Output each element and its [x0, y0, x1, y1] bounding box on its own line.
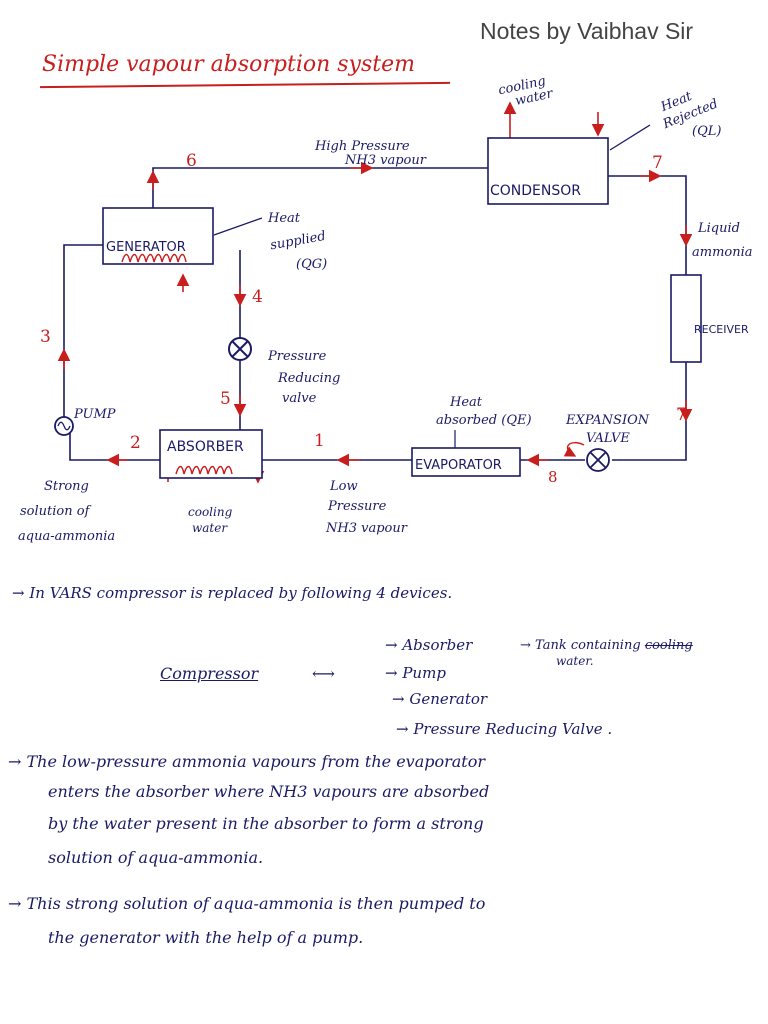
low-pressure-label: Low Pressure NH3 vapour: [325, 479, 408, 536]
heat-supplied-pointer: [213, 217, 263, 236]
paragraph-1-line-4: solution of aqua-ammonia.: [48, 848, 264, 867]
svg-text:aqua-ammonia: aqua-ammonia: [18, 529, 115, 544]
pressure-reducing-valve-icon: [228, 337, 252, 361]
svg-text:ammonia: ammonia: [692, 245, 753, 260]
strong-solution-label: Strong solution of aqua-ammonia: [18, 479, 115, 544]
state-point-5: 5: [220, 389, 231, 409]
heat-supplied-label: Heat supplied (QG): [267, 211, 327, 272]
paragraph-2-line-2: the generator with the help of a pump.: [48, 928, 364, 947]
svg-text:water: water: [192, 521, 228, 535]
generator-coil-icon: [121, 253, 187, 263]
evaporator-label: EVAPORATOR: [415, 458, 502, 473]
svg-text:Low: Low: [329, 479, 358, 494]
svg-text:cooling: cooling: [188, 505, 233, 519]
svg-text:solution of: solution of: [20, 504, 92, 519]
state-point-1: 1: [314, 431, 325, 451]
state-point-8: 8: [548, 468, 558, 486]
svg-text:High Pressure: High Pressure: [314, 139, 410, 154]
device-generator: → Generator: [392, 690, 488, 708]
pump-label: PUMP: [73, 407, 116, 422]
state-point-7-top: 7: [652, 153, 663, 173]
condensor-box: [487, 137, 609, 205]
brand-header: Notes by Vaibhav Sir: [480, 18, 694, 44]
heat-absorbed-label: Heat absorbed (QE): [436, 395, 532, 428]
svg-text:NH3 vapour: NH3 vapour: [344, 153, 427, 168]
pump-icon: [54, 416, 74, 436]
compressor-label: Compressor: [160, 664, 259, 683]
page-title: Simple vapour absorption system: [42, 52, 416, 77]
receiver-box: [670, 274, 702, 363]
expansion-valve-label: EXPANSION VALVE: [565, 413, 650, 446]
paragraph-1-line-3: by the water present in the absorber to …: [48, 814, 484, 833]
svg-text:Reducing: Reducing: [277, 371, 340, 386]
device-pump: → Pump: [385, 664, 446, 682]
absorber-coil-icon: [175, 465, 233, 475]
expansion-curved-arrow: [563, 441, 585, 457]
svg-text:Strong: Strong: [44, 479, 89, 494]
liquid-ammonia-label: Liquid ammonia: [692, 221, 753, 260]
cooling-water-bottom-label: cooling water: [188, 505, 233, 535]
vapour-absorption-diagram: CONDENSOR GENERATOR RECEIVER EVAPORATOR …: [18, 74, 753, 544]
svg-text:Heat: Heat: [267, 211, 301, 226]
condensor-label: CONDENSOR: [490, 183, 581, 199]
expansion-valve-icon: [586, 448, 610, 472]
state-point-6: 6: [186, 151, 197, 171]
svg-text:supplied: supplied: [269, 229, 327, 254]
heat-rejected-pointer: [609, 124, 651, 151]
svg-text:Heat: Heat: [449, 395, 483, 410]
compressor-double-arrow: ⟷: [312, 664, 335, 683]
state-point-3: 3: [40, 327, 51, 347]
svg-text:Pressure: Pressure: [327, 499, 387, 514]
device-absorber: → Absorber: [385, 636, 473, 654]
paragraph-1-line-2: enters the absorber where NH3 vapours ar…: [48, 782, 490, 801]
svg-text:VALVE: VALVE: [586, 431, 630, 446]
tank-note: → Tank containing cooling: [520, 638, 693, 653]
svg-text:EXPANSION: EXPANSION: [565, 413, 650, 428]
svg-text:Liquid: Liquid: [697, 221, 740, 236]
state-point-7-right: 7: [676, 405, 687, 425]
svg-text:(QG): (QG): [296, 257, 327, 272]
state-point-2: 2: [130, 433, 141, 453]
svg-text:valve: valve: [282, 391, 317, 406]
generator-label: GENERATOR: [106, 240, 186, 255]
paragraph-2-line-1: → This strong solution of aqua-ammonia i…: [8, 894, 486, 913]
paragraph-1-line-1: → The low-pressure ammonia vapours from …: [8, 752, 486, 771]
evaporator-box: [411, 447, 521, 477]
device-pressure-valve: → Pressure Reducing Valve .: [396, 720, 613, 738]
generator-box: [102, 207, 214, 265]
svg-text:NH3 vapour: NH3 vapour: [325, 521, 408, 536]
svg-text:(QL): (QL): [692, 124, 721, 139]
state-point-4: 4: [252, 287, 263, 307]
tank-note-water: water.: [556, 654, 594, 668]
cooling-water-top-label: cooling water: [497, 74, 555, 109]
absorber-label: ABSORBER: [167, 439, 244, 455]
pressure-valve-label: Pressure Reducing valve: [267, 349, 340, 406]
svg-text:Pressure: Pressure: [267, 349, 327, 364]
high-pressure-label: High Pressure NH3 vapour: [314, 139, 427, 168]
heat-rejected-label: Heat Rejected (QL): [658, 89, 722, 139]
svg-text:absorbed (QE): absorbed (QE): [436, 413, 532, 428]
note-line-1: → In VARS compressor is replaced by foll…: [12, 584, 453, 602]
receiver-label: RECEIVER: [694, 323, 749, 336]
